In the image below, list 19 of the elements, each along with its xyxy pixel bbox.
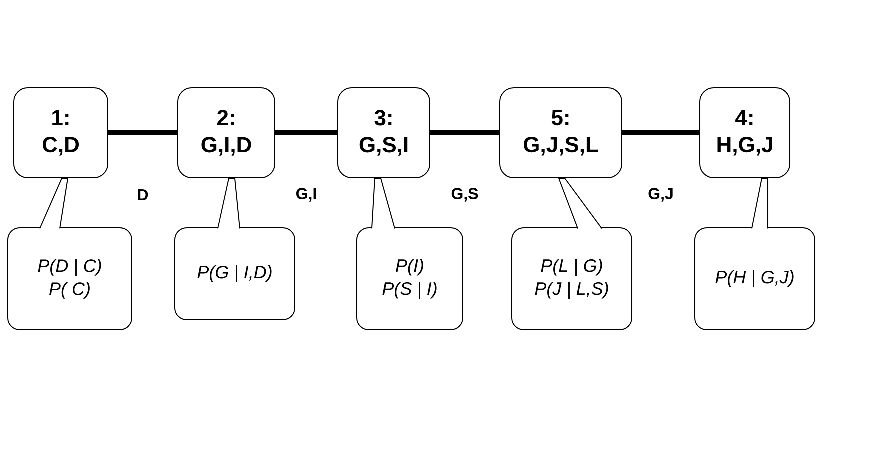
speech-bubble: P(I) P(S | I)	[356, 228, 464, 330]
edge-label: G,S	[452, 188, 478, 202]
callout-tail	[558, 178, 602, 230]
connector-line	[276, 130, 338, 136]
clique-box: 2: G,I,D	[178, 88, 276, 178]
clique-box: 1: C,D	[14, 88, 108, 178]
edge-label: G,I	[296, 188, 316, 202]
speech-bubble: P(L | G) P(J | L,S)	[512, 228, 632, 330]
connector-line	[430, 130, 500, 136]
edge-label: D	[138, 190, 148, 200]
clique-box: 4: H,G,J	[700, 88, 790, 178]
clique-box: 5: G,J,S,L	[500, 88, 622, 178]
speech-bubble: P(G | I,D)	[174, 228, 296, 320]
clique-box: 3: G,S,I	[338, 88, 430, 178]
edge-label: G,J	[648, 188, 673, 202]
speech-bubble: P(H | G,J)	[694, 228, 816, 330]
connector-line	[108, 130, 178, 136]
speech-bubble: P(D | C) P( C)	[8, 228, 132, 330]
connector-line	[622, 130, 700, 136]
